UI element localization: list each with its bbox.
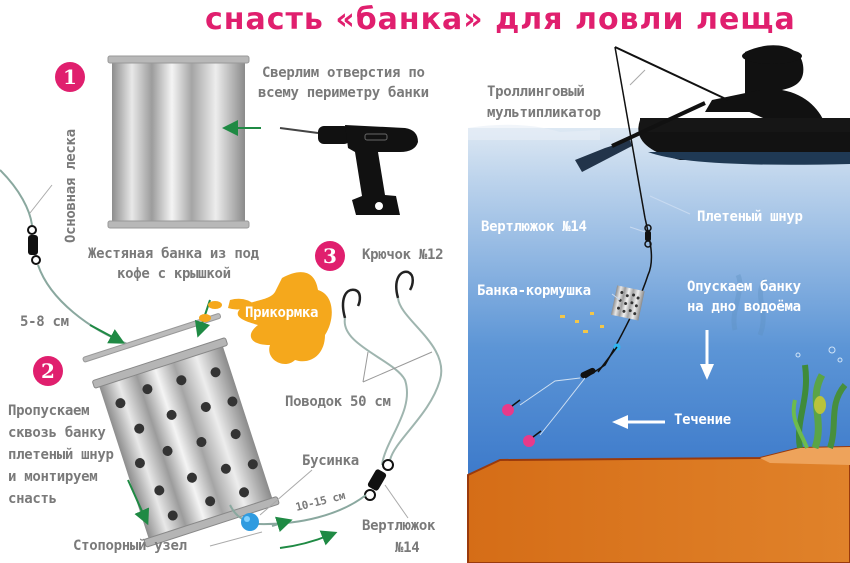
current-label: Течение: [674, 412, 731, 428]
drill-caption-line2: всему периметру банки: [258, 85, 429, 101]
step2-text-2: сквозь банку: [8, 425, 106, 441]
tin-can-icon: [107, 55, 250, 229]
rig-right: [502, 343, 621, 447]
groundbait-splash-icon: [199, 272, 332, 365]
step2-text-5: снасть: [8, 491, 57, 507]
hooks-leaders: [341, 270, 443, 466]
groundbait-label: Прикормка: [245, 305, 319, 321]
lower-can-line2: на дно водоёма: [687, 299, 801, 315]
groundbait-particles: [560, 312, 604, 333]
reel-label-line1: Троллинговый: [487, 84, 585, 100]
arrow-icon: [89, 324, 126, 344]
step2-text-3: плетеный шнур: [8, 447, 114, 463]
can-caption-line2: кофе с крышкой: [117, 266, 231, 282]
bead-rig: [209, 469, 367, 549]
lower-can-line1: Опускаем банку: [687, 279, 801, 295]
bead-label: Бусинка: [302, 453, 359, 469]
braided-line-label: Плетеный шнур: [697, 209, 803, 225]
perforated-can-icon: [82, 313, 280, 548]
stopper-knot-label: Стопорный узел: [73, 538, 187, 554]
page-title: снасть «банка» для ловли леща: [205, 2, 796, 37]
can-caption-line1: Жестяная банка из под: [88, 246, 259, 262]
boat-fisherman-icon: [575, 45, 850, 172]
arrow-icon: [127, 479, 150, 526]
step-badge-2: 2: [33, 356, 63, 386]
swivel-icon: [629, 224, 652, 248]
reel-label-line2: мультипликатор: [487, 105, 601, 121]
feeder-can-label: Банка-кормушка: [477, 283, 591, 299]
seaweed-icon: [791, 346, 848, 450]
swivel-label-line2: №14: [395, 540, 420, 556]
arrows-white: [612, 330, 714, 429]
feeder-can-icon: [610, 285, 645, 321]
main-line-label: Основная леска: [63, 129, 79, 243]
background-seaweed: [731, 273, 768, 336]
drill-icon: [279, 125, 418, 215]
water-scene: [467, 124, 850, 563]
step2-text-1: Пропускаем: [8, 403, 90, 419]
drill-caption-line1: Сверлим отверстия по: [262, 65, 425, 81]
swivel-icon-bottom: [364, 459, 409, 519]
swivel-label-line1: Вертлюжок: [362, 518, 436, 534]
step-badge-1: 1: [55, 62, 85, 92]
step2-text-4: и монтируем: [8, 469, 98, 485]
hook-label: Крючок №12: [362, 247, 444, 263]
feeder-pointer: [611, 293, 621, 301]
length-5-8-label: 5-8 см: [20, 314, 69, 330]
swivel-right-label: Вертлюжок №14: [481, 219, 587, 235]
leader-label: Поводок 50 см: [285, 394, 391, 410]
step-badge-3: 3: [315, 241, 345, 271]
